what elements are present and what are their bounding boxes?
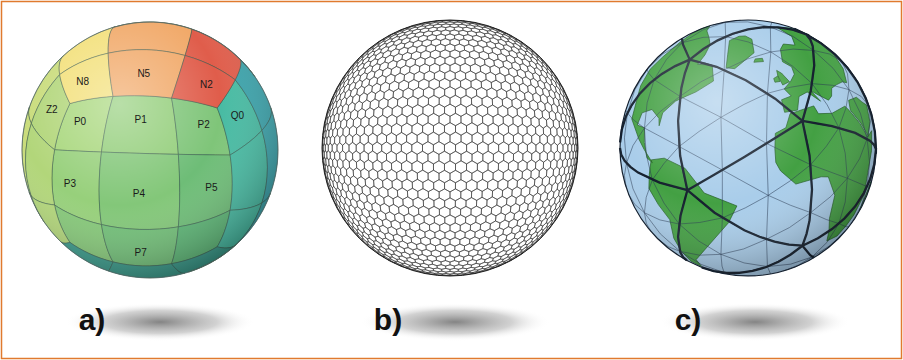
shadow xyxy=(360,303,550,341)
panel-label: Q0 xyxy=(231,111,244,121)
figure-label: a) xyxy=(79,305,106,335)
hexagon-sphere xyxy=(322,20,578,276)
cubed-sphere xyxy=(22,22,278,278)
figure-label: b) xyxy=(374,305,402,335)
sphere-outline xyxy=(22,22,278,278)
sphere-shading xyxy=(620,20,876,276)
panel-label: P3 xyxy=(64,179,76,189)
panel-label: N2 xyxy=(200,80,213,90)
icosahedral-earth xyxy=(620,20,876,276)
panel-label: P7 xyxy=(135,248,147,258)
sphere-outline xyxy=(620,20,876,276)
panel-label: P4 xyxy=(133,189,145,199)
panel-label: N5 xyxy=(137,69,150,79)
shadow xyxy=(65,303,255,341)
panel-label: P0 xyxy=(74,117,86,127)
panel-label: Z2 xyxy=(46,105,58,115)
figure-label: c) xyxy=(675,305,702,335)
sphere-ground xyxy=(322,20,578,276)
panel-label: N8 xyxy=(76,77,89,87)
triangle-grid xyxy=(620,20,876,276)
panel-label: P1 xyxy=(135,115,147,125)
sphere-outline xyxy=(322,20,578,276)
panel-label: P5 xyxy=(205,183,217,193)
sphere-ground xyxy=(22,22,278,278)
hexagon-grid xyxy=(322,20,578,276)
panel-label: P2 xyxy=(198,120,210,130)
ocean xyxy=(620,20,876,276)
sphere-shading xyxy=(22,22,278,278)
shadow xyxy=(660,303,850,341)
